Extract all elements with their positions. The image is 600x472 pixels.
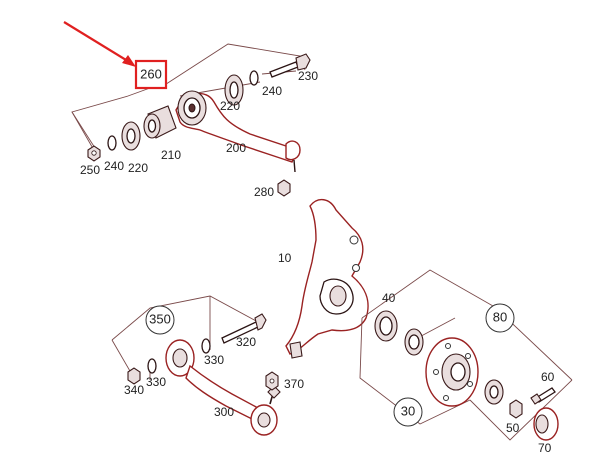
seal-ring-40 <box>374 310 398 342</box>
label-260: 260 <box>140 66 162 81</box>
steering-knuckle-10 <box>285 199 369 359</box>
washer-240-left <box>107 135 117 151</box>
washer-330-left <box>147 358 157 374</box>
highlight-box-260: 260 <box>134 59 168 90</box>
hub-ring <box>484 379 504 405</box>
upper-arm-group <box>71 43 311 197</box>
label-50: 50 <box>506 421 520 435</box>
bolt-320 <box>221 313 267 344</box>
cap-70 <box>533 407 559 441</box>
label-240-left: 240 <box>104 159 124 173</box>
label-350: 350 <box>149 311 171 326</box>
bolt-230 <box>269 53 311 78</box>
label-40: 40 <box>382 291 396 305</box>
label-210: 210 <box>161 148 181 162</box>
label-60: 60 <box>541 370 555 384</box>
hub-group <box>359 269 573 441</box>
upper-control-arm-200 <box>175 90 301 173</box>
label-340: 340 <box>124 383 144 397</box>
lower-bushing <box>165 339 195 377</box>
label-320: 320 <box>236 335 256 349</box>
circle-label-80: 80 <box>485 303 515 333</box>
label-280: 280 <box>254 185 274 199</box>
nut-50 <box>509 399 523 419</box>
wheel-hub-30 <box>425 337 479 407</box>
label-250: 250 <box>80 163 100 177</box>
label-220-right: 220 <box>220 99 240 113</box>
washer-330-right <box>201 338 211 354</box>
wheel-bearing <box>404 328 424 356</box>
label-10: 10 <box>278 251 292 265</box>
circle-label-350: 350 <box>145 305 175 335</box>
circle-label-30: 30 <box>393 397 423 427</box>
label-80: 80 <box>493 309 507 324</box>
nut-280 <box>277 179 291 197</box>
label-330-left: 330 <box>146 375 166 389</box>
bolt-60 <box>530 387 556 405</box>
washer-240-right <box>249 70 259 86</box>
label-330-right: 330 <box>204 353 224 367</box>
nut-250 <box>87 145 101 162</box>
label-30: 30 <box>401 403 415 418</box>
nut-340 <box>127 367 141 385</box>
label-370: 370 <box>284 377 304 391</box>
bushing-220-right <box>224 74 244 106</box>
nut-370 <box>265 371 279 391</box>
label-300: 300 <box>214 405 234 419</box>
label-230: 230 <box>298 69 318 83</box>
highlight-arrow <box>63 21 136 67</box>
label-70: 70 <box>538 441 552 455</box>
label-200: 200 <box>226 141 246 155</box>
bushing-220-left <box>121 121 141 151</box>
label-220-left: 220 <box>128 161 148 175</box>
bushing-210 <box>143 105 177 139</box>
label-240-right: 240 <box>262 84 282 98</box>
lower-arm-group <box>111 295 281 436</box>
